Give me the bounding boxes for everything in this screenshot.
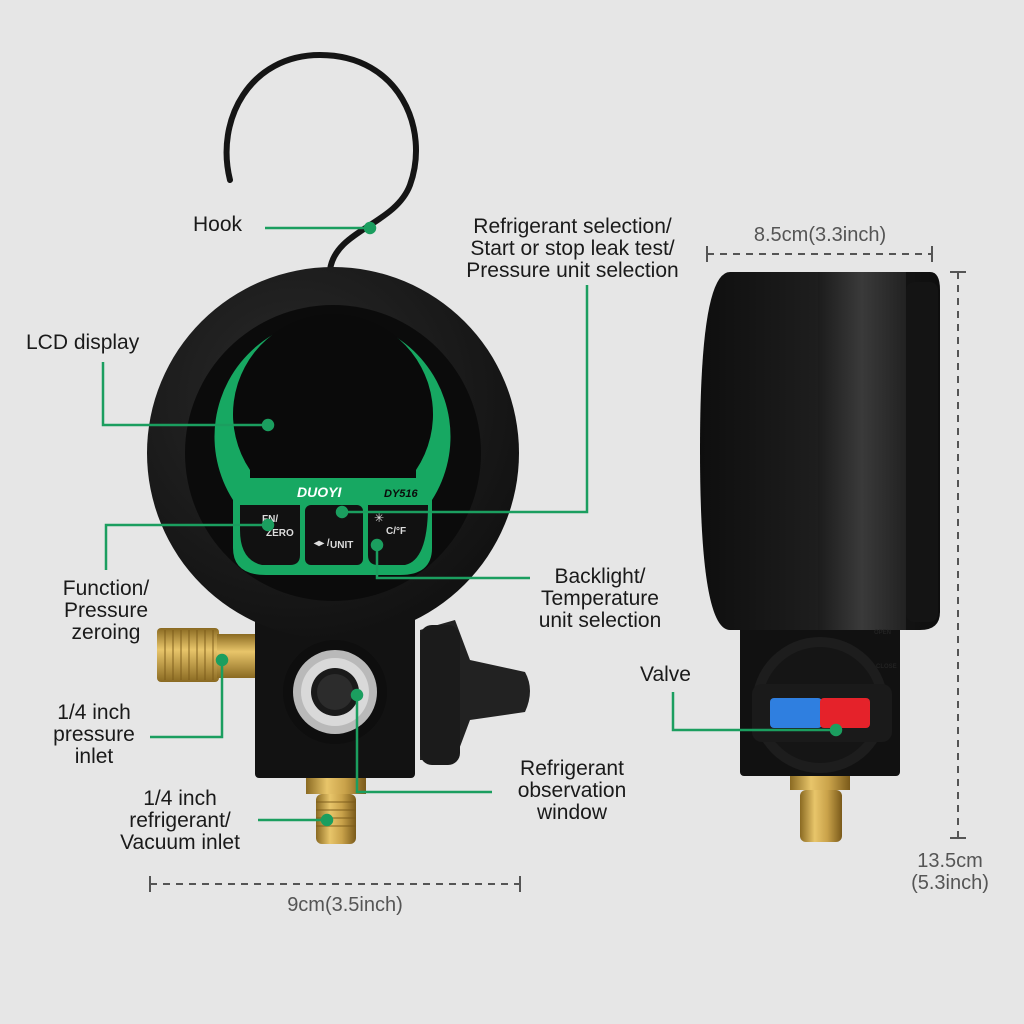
width-dimension: 9cm(3.5inch) bbox=[287, 894, 403, 916]
dimension-lines bbox=[149, 246, 966, 892]
zero-label: ZERO bbox=[266, 528, 294, 539]
button-unit: ◂▸ / UNIT bbox=[305, 505, 363, 565]
model-label: DY516 bbox=[384, 488, 419, 500]
backlight-temperature-label: Backlight/ Temperature unit selection bbox=[538, 565, 662, 632]
hook-label: Hook bbox=[193, 213, 243, 236]
front-view: FN/ ZERO ◂▸ / UNIT ✳ C/°F DUOYI DY516 bbox=[147, 51, 530, 844]
pressure-inlet-fitting bbox=[157, 628, 255, 682]
height-dimension: 13.5cm (5.3inch) bbox=[911, 850, 989, 894]
unit-label: UNIT bbox=[330, 540, 353, 551]
function-zeroing-label: Function/ Pressure zeroing bbox=[62, 577, 150, 644]
button-fn-zero: FN/ ZERO bbox=[240, 505, 300, 565]
depth-dimension: 8.5cm(3.3inch) bbox=[753, 224, 887, 246]
lcd-display-label: LCD display bbox=[26, 331, 140, 354]
leader-lines bbox=[101, 221, 843, 827]
valve-open-label: OPEN bbox=[874, 630, 891, 636]
refrigerant-vacuum-inlet-label: 1/4 inch refrigerant/ Vacuum inlet bbox=[120, 787, 240, 854]
observation-window-label: Refrigerant observation window bbox=[517, 757, 627, 824]
valve-handle-red bbox=[820, 698, 870, 728]
refrigerant-inlet-fitting bbox=[306, 778, 366, 844]
hook bbox=[223, 51, 419, 273]
temp-label: C/°F bbox=[386, 526, 406, 537]
svg-text:◂▸ /: ◂▸ / bbox=[313, 538, 330, 549]
button-temp: ✳ C/°F bbox=[368, 505, 428, 565]
valve-close-label: CLOSE bbox=[876, 664, 897, 670]
pressure-inlet-label: 1/4 inch pressure inlet bbox=[53, 701, 135, 768]
side-view: OPEN CLOSE bbox=[700, 272, 940, 842]
valve-label: Valve bbox=[640, 663, 691, 686]
lcd-screen bbox=[232, 314, 433, 478]
svg-text:✳: ✳ bbox=[374, 511, 384, 525]
brand-logo: DUOYI bbox=[297, 484, 342, 500]
valve-handle-blue bbox=[770, 698, 822, 728]
refrigerant-selection-label: Refrigerant selection/ Start or stop lea… bbox=[466, 215, 679, 282]
